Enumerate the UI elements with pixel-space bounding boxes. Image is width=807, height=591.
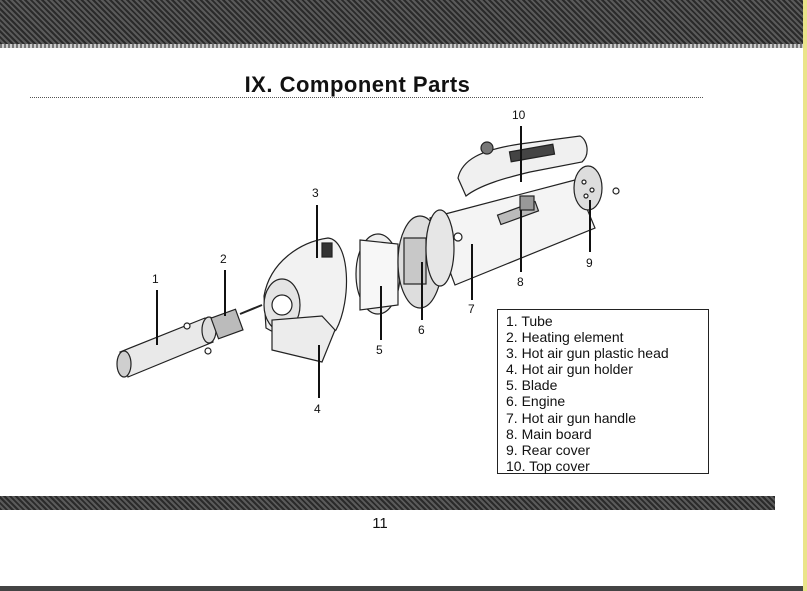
plastic-head-part bbox=[264, 238, 346, 362]
page-edge bbox=[803, 0, 807, 591]
callout-6: 6 bbox=[418, 323, 425, 337]
section-title: IX. Component Parts bbox=[0, 72, 715, 98]
parts-list-item: 2. Heating element bbox=[506, 329, 700, 345]
callout-3: 3 bbox=[312, 186, 319, 200]
handle-part bbox=[426, 180, 595, 286]
bottom-edge-line bbox=[0, 586, 807, 591]
callout-10: 10 bbox=[512, 108, 525, 122]
callout-9: 9 bbox=[586, 256, 593, 270]
header-rule bbox=[0, 44, 807, 48]
parts-list-item: 3. Hot air gun plastic head bbox=[506, 345, 700, 361]
page-number: 11 bbox=[0, 515, 760, 532]
callout-7: 7 bbox=[468, 302, 475, 316]
parts-list-item: 4. Hot air gun holder bbox=[506, 361, 700, 377]
parts-list-item: 10. Top cover bbox=[506, 458, 700, 474]
callout-2: 2 bbox=[220, 252, 227, 266]
callout-4: 4 bbox=[314, 402, 321, 416]
callout-5: 5 bbox=[376, 343, 383, 357]
title-underline bbox=[30, 97, 703, 99]
parts-list-item: 6. Engine bbox=[506, 393, 700, 409]
header-band bbox=[0, 0, 807, 44]
parts-list-item: 7. Hot air gun handle bbox=[506, 410, 700, 426]
parts-list-item: 8. Main board bbox=[506, 426, 700, 442]
parts-list: 1. Tube 2. Heating element 3. Hot air gu… bbox=[506, 313, 700, 474]
heating-element-part bbox=[211, 305, 262, 339]
rear-cover-part bbox=[574, 166, 619, 210]
parts-list-item: 9. Rear cover bbox=[506, 442, 700, 458]
tube-part bbox=[117, 317, 216, 377]
callout-1: 1 bbox=[152, 272, 159, 286]
blade-part bbox=[356, 234, 400, 314]
parts-list-item: 5. Blade bbox=[506, 377, 700, 393]
parts-list-item: 1. Tube bbox=[506, 313, 700, 329]
parts-legend: 1. Tube 2. Heating element 3. Hot air gu… bbox=[497, 309, 709, 474]
footer-band bbox=[0, 496, 775, 510]
callout-8: 8 bbox=[517, 275, 524, 289]
